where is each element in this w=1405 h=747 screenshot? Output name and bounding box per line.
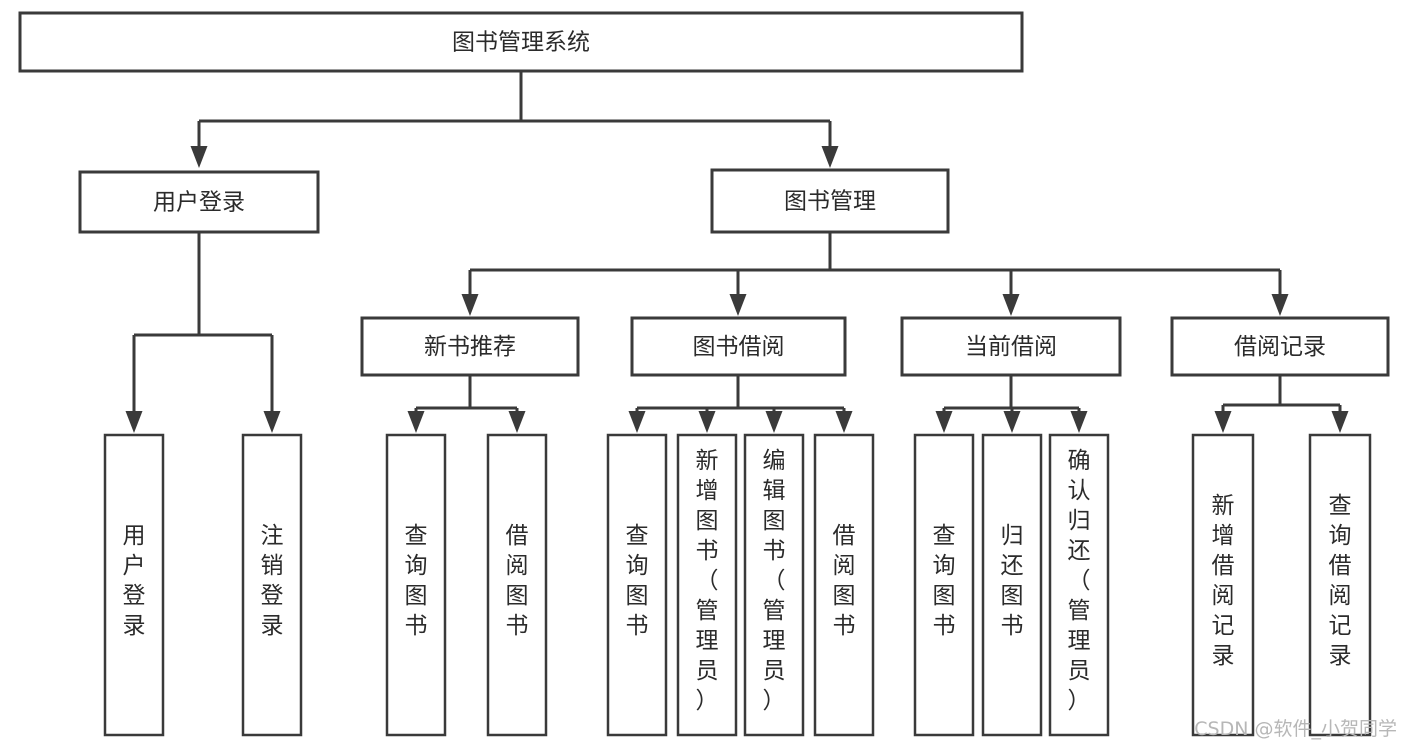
arrow-head <box>935 411 953 433</box>
node-label: 借阅图书 <box>833 523 856 639</box>
node-box[interactable] <box>981 433 1043 737</box>
node-leaf-confirm-return[interactable]: 确认归还（管理员） <box>1048 433 1110 737</box>
node-box[interactable] <box>18 11 1024 73</box>
node-label: 借阅记录 <box>1234 334 1326 360</box>
node-box[interactable] <box>1191 433 1255 737</box>
node-label: 图书管理系统 <box>452 30 590 56</box>
node-box[interactable] <box>486 433 548 737</box>
node-new-book-recommend[interactable]: 新书推荐 <box>360 316 580 377</box>
node-label: 当前借阅 <box>965 334 1057 360</box>
arrow-head <box>407 411 425 433</box>
arrow-head <box>461 294 479 316</box>
node-box[interactable] <box>630 316 847 377</box>
node-label: 注销登录 <box>261 523 284 639</box>
node-user-login[interactable]: 用户登录 <box>78 170 320 234</box>
arrow-head <box>698 411 716 433</box>
watermark-text: CSDN @软件_小贺同学 <box>1194 718 1397 740</box>
node-leaf-borrow-book-1[interactable]: 借阅图书 <box>486 433 548 737</box>
node-leaf-query-record[interactable]: 查询借阅记录 <box>1308 433 1372 737</box>
arrow-head <box>190 146 208 168</box>
node-label: 新增借阅记录 <box>1212 493 1235 669</box>
node-label: 借阅图书 <box>506 523 529 639</box>
node-label: 新书推荐 <box>424 334 516 360</box>
node-label: 确认归还（管理员） <box>1068 448 1091 714</box>
node-leaf-add-book[interactable]: 新增图书（管理员） <box>676 433 738 737</box>
node-label: 新增图书（管理员） <box>696 448 719 714</box>
node-label: 归还图书 <box>1001 523 1024 639</box>
arrow-head <box>1070 411 1088 433</box>
node-leaf-user-logout[interactable]: 注销登录 <box>241 433 303 737</box>
node-box[interactable] <box>385 433 447 737</box>
node-box[interactable] <box>1048 433 1110 737</box>
node-box[interactable] <box>710 168 950 234</box>
connector-user-login-to-leaves <box>125 232 281 433</box>
arrow-head <box>1002 294 1020 316</box>
node-label: 图书借阅 <box>693 334 785 360</box>
arrow-head <box>628 411 646 433</box>
arrow-head <box>1331 411 1349 433</box>
arrow-head <box>821 146 839 168</box>
node-box[interactable] <box>676 433 738 737</box>
node-box[interactable] <box>900 316 1122 377</box>
node-box[interactable] <box>1170 316 1390 377</box>
connector-new-book-to-leaves <box>407 375 526 433</box>
node-label: 查询图书 <box>405 523 428 639</box>
node-leaf-query-book-1[interactable]: 查询图书 <box>385 433 447 737</box>
arrow-head <box>508 411 526 433</box>
arrow-head <box>1214 411 1232 433</box>
arrow-head <box>835 411 853 433</box>
arrow-head <box>729 294 747 316</box>
node-root[interactable]: 图书管理系统 <box>18 11 1024 73</box>
node-box[interactable] <box>78 170 320 234</box>
node-leaf-add-record[interactable]: 新增借阅记录 <box>1191 433 1255 737</box>
node-book-borrow[interactable]: 图书借阅 <box>630 316 847 377</box>
node-leaf-borrow-book-2[interactable]: 借阅图书 <box>813 433 875 737</box>
connector-root-to-level1 <box>190 71 839 168</box>
arrow-head <box>765 411 783 433</box>
node-leaf-user-login[interactable]: 用户登录 <box>103 433 165 737</box>
node-leaf-query-book-2[interactable]: 查询图书 <box>606 433 668 737</box>
node-box[interactable] <box>103 433 165 737</box>
node-label: 图书管理 <box>784 189 876 215</box>
node-label: 用户登录 <box>153 190 245 216</box>
node-leaf-edit-book[interactable]: 编辑图书（管理员） <box>743 433 805 737</box>
node-label: 查询图书 <box>933 523 956 639</box>
arrow-head <box>125 411 143 433</box>
node-box[interactable] <box>606 433 668 737</box>
node-box[interactable] <box>813 433 875 737</box>
node-current-borrow[interactable]: 当前借阅 <box>900 316 1122 377</box>
node-box[interactable] <box>241 433 303 737</box>
node-borrow-record[interactable]: 借阅记录 <box>1170 316 1390 377</box>
arrow-head <box>263 411 281 433</box>
arrow-head <box>1003 411 1021 433</box>
node-box[interactable] <box>360 316 580 377</box>
node-book-manage[interactable]: 图书管理 <box>710 168 950 234</box>
connector-layer <box>125 71 1349 433</box>
connector-book-borrow-to-leaves <box>628 375 853 433</box>
node-label: 编辑图书（管理员） <box>763 448 786 714</box>
connector-borrow-record-to-leaves <box>1214 375 1349 433</box>
node-box[interactable] <box>1308 433 1372 737</box>
connector-current-borrow-to-leaves <box>935 375 1088 433</box>
node-label: 查询借阅记录 <box>1329 493 1352 669</box>
node-label: 查询图书 <box>626 523 649 639</box>
node-leaf-query-book-3[interactable]: 查询图书 <box>913 433 975 737</box>
node-label: 用户登录 <box>123 523 146 639</box>
node-box[interactable] <box>913 433 975 737</box>
node-leaf-return-book[interactable]: 归还图书 <box>981 433 1043 737</box>
node-layer: 图书管理系统用户登录图书管理新书推荐图书借阅当前借阅借阅记录用户登录注销登录查询… <box>18 11 1390 737</box>
connector-book-manage-to-level2 <box>461 232 1289 316</box>
arrow-head <box>1271 294 1289 316</box>
node-box[interactable] <box>743 433 805 737</box>
